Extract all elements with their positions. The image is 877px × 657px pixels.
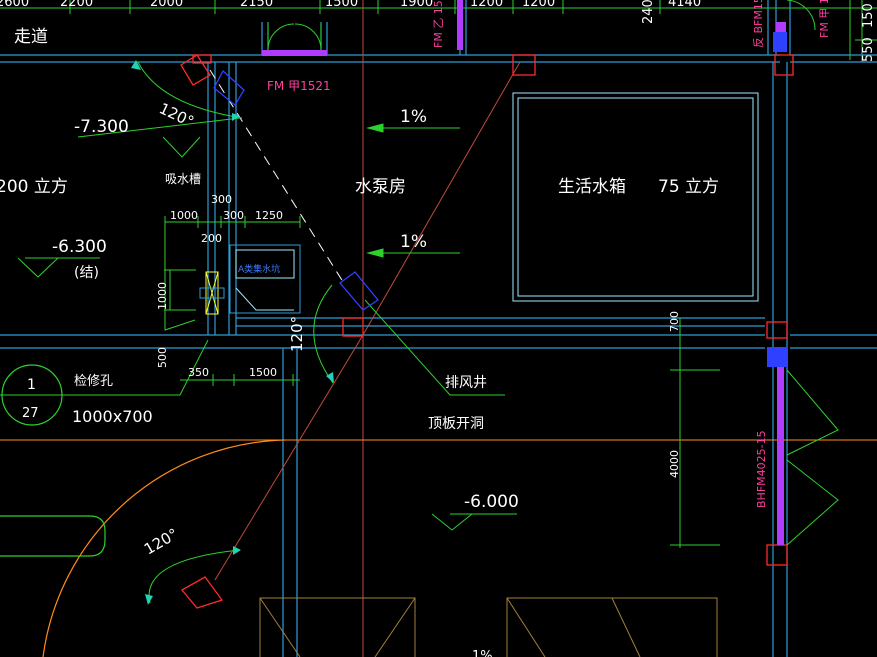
detail-callout — [1, 364, 63, 426]
access-hole-label: 检修孔 — [74, 374, 113, 389]
top-dimension-chain — [0, 0, 877, 60]
elevation-minus-6300: -6.300 — [52, 237, 107, 257]
access-hole-size: 1000x700 — [72, 407, 153, 426]
inner-dimension-texts: 300 1000 300 1250 200 1000 500 350 1500 … — [156, 193, 681, 478]
dim-500: 500 — [156, 347, 169, 368]
dim-top-3: 2000 — [150, 0, 183, 10]
elevation-minus-6000: -6.000 — [464, 492, 519, 512]
suction-tank-label: 吸水槽 — [165, 172, 201, 186]
dim-350: 350 — [188, 366, 209, 379]
exhaust-shaft-label: 排风井 — [445, 375, 487, 391]
slope-label-3: 1% — [472, 649, 493, 657]
dim-1000-vertical: 1000 — [156, 282, 169, 310]
dim-700: 700 — [668, 311, 681, 332]
dim-1250: 1250 — [255, 209, 283, 222]
door-right-leaves[interactable] — [786, 369, 839, 546]
fire-door-label: FM 甲1521 — [267, 79, 331, 93]
dim-right-1: 550 — [861, 37, 876, 62]
equipment-box — [229, 244, 301, 314]
dim-top-5: 1500 — [325, 0, 358, 10]
fire-door-top[interactable] — [262, 23, 327, 56]
bottom-frames — [259, 597, 718, 657]
top-dimension-texts: 2600 2200 2000 2150 1500 1900 1200 1200 … — [0, 0, 701, 24]
angle-label-2: 120° — [288, 316, 306, 352]
door-right-vertical[interactable] — [777, 367, 784, 545]
column-blue-top — [773, 32, 787, 52]
dim-300-top: 300 — [211, 193, 232, 206]
fire-door-right-label: 反 BFM15 — [752, 0, 765, 48]
dim-top-7: 1200 — [470, 0, 503, 10]
angle-label-1: 120° — [156, 99, 196, 131]
dim-4000: 4000 — [668, 450, 681, 478]
slope-label-1: 1% — [400, 107, 427, 127]
valve-symbol — [199, 271, 225, 315]
dim-top-4: 2150 — [240, 0, 273, 10]
dim-top-8: 1200 — [522, 0, 555, 10]
equipment-label: A类集水坑 — [238, 263, 280, 275]
vertical-door-top[interactable] — [457, 0, 463, 50]
water-tank-outline — [512, 92, 759, 302]
slope-label-2: 1% — [400, 232, 427, 252]
dim-right-2: 150 — [861, 3, 876, 28]
water-tank-label: 生活水箱 — [558, 177, 626, 197]
elevation-minus-7300: -7.300 — [74, 117, 129, 137]
diagonal-dashed-line — [209, 69, 346, 286]
dim-top-6: 1900 — [400, 0, 433, 10]
door-arc-top-right[interactable] — [786, 0, 816, 31]
detail-sheet: 27 — [22, 406, 39, 421]
right-dimension-chain: 550 150 — [855, 0, 877, 62]
columns-red — [180, 54, 794, 609]
roof-opening-label: 顶板开洞 — [428, 416, 484, 432]
exhaust-shaft-frame — [339, 271, 379, 311]
water-tank-volume: 75 立方 — [658, 177, 719, 197]
column-blue-right — [767, 347, 787, 367]
radius-arc — [42, 439, 286, 657]
angle-label-3: 120° — [141, 525, 181, 559]
elevation-structure-note: (结) — [74, 265, 99, 281]
dim-top-10: 4140 — [668, 0, 701, 10]
dim-200: 200 — [201, 232, 222, 245]
dim-top-9: 2400 — [641, 0, 656, 24]
fire-door-edge-label: FM 甲 1 — [818, 0, 831, 38]
room-labels: 走道 FM 甲1521 FM 乙 15 反 BFM15 FM 甲 1 -7.30… — [0, 0, 831, 657]
dim-1500: 1500 — [249, 366, 277, 379]
door-blue-top[interactable] — [213, 69, 245, 106]
dim-top-2: 2200 — [60, 0, 93, 10]
fire-door-vertical-label: FM 乙 15 — [432, 0, 445, 48]
ramp-outline — [0, 515, 106, 557]
dim-1000: 1000 — [170, 209, 198, 222]
pump-room-label: 水泵房 — [355, 177, 406, 197]
detail-number: 1 — [27, 377, 36, 393]
dim-300: 300 — [223, 209, 244, 222]
volume-left-label: 200 立方 — [0, 177, 68, 197]
angle-arrowheads — [131, 60, 334, 605]
green-leaders — [0, 61, 720, 604]
corridor-label: 走道 — [14, 27, 48, 47]
door-right-label: BHFM4025-15 — [755, 430, 768, 508]
dim-top-1: 2600 — [0, 0, 29, 10]
